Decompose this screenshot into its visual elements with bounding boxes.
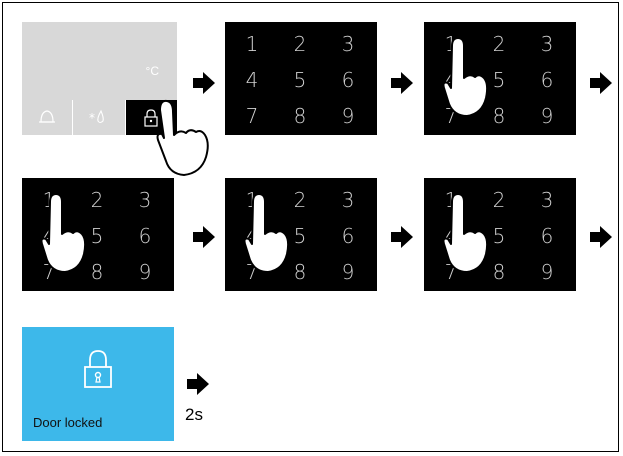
key-9[interactable]: 9 [540, 260, 554, 284]
arrow-right-icon [391, 72, 413, 94]
key-6[interactable]: 6 [341, 224, 355, 248]
arrow-right-icon [590, 72, 612, 94]
lock-icon [144, 109, 158, 127]
key-2[interactable]: 2 [293, 32, 307, 56]
bell-icon [39, 110, 55, 123]
key-9[interactable]: 9 [341, 104, 355, 128]
pointing-hand-icon [442, 37, 489, 117]
key-6[interactable]: 6 [540, 68, 554, 92]
key-3[interactable]: 3 [540, 32, 554, 56]
pointing-hand-icon [243, 193, 290, 273]
key-6[interactable]: 6 [138, 224, 152, 248]
key-3[interactable]: 3 [540, 188, 554, 212]
key-5[interactable]: 5 [90, 224, 104, 248]
key-6[interactable]: 6 [341, 68, 355, 92]
key-1[interactable]: 1 [245, 32, 259, 56]
key-3[interactable]: 3 [138, 188, 152, 212]
arrow-right-icon [187, 373, 209, 395]
alarm-button[interactable] [22, 100, 72, 135]
superfrost-icon: * [89, 109, 104, 125]
key-5[interactable]: 5 [492, 224, 506, 248]
key-7[interactable]: 7 [245, 104, 259, 128]
arrow-right-icon [590, 226, 612, 248]
key-2[interactable]: 2 [492, 188, 506, 212]
key-3[interactable]: 3 [341, 32, 355, 56]
key-6[interactable]: 6 [540, 224, 554, 248]
keypad-panel: 1 2 3 4 5 6 7 8 9 [225, 22, 377, 135]
display-screen: °C [22, 22, 177, 100]
control-display: °C * [22, 22, 177, 135]
key-2[interactable]: 2 [90, 188, 104, 212]
arrow-right-icon [391, 226, 413, 248]
key-3[interactable]: 3 [341, 188, 355, 212]
pointing-hand-icon [442, 193, 489, 273]
pointing-hand-icon [156, 99, 209, 176]
superfrost-button[interactable]: * [72, 100, 122, 135]
key-9[interactable]: 9 [540, 104, 554, 128]
keypad: 1 2 3 4 5 6 7 8 9 [225, 22, 377, 135]
pointing-hand-icon [40, 193, 87, 273]
keypad-panel: 1 2 3 4 5 6 7 8 9 [225, 178, 377, 291]
door-locked-screen: Door locked [22, 327, 174, 441]
door-locked-label: Door locked [33, 415, 103, 430]
key-9[interactable]: 9 [341, 260, 355, 284]
delay-label: 2s [185, 405, 203, 424]
arrow-right-icon [193, 72, 215, 94]
svg-text:*: * [89, 111, 95, 125]
key-5[interactable]: 5 [293, 68, 307, 92]
keypad-panel: 1 2 3 4 5 6 7 8 9 [22, 178, 174, 291]
key-8[interactable]: 8 [492, 104, 506, 128]
key-9[interactable]: 9 [138, 260, 152, 284]
key-2[interactable]: 2 [293, 188, 307, 212]
key-4[interactable]: 4 [245, 68, 259, 92]
key-8[interactable]: 8 [492, 260, 506, 284]
key-8[interactable]: 8 [293, 104, 307, 128]
padlock-icon [84, 350, 112, 388]
key-5[interactable]: 5 [492, 68, 506, 92]
key-8[interactable]: 8 [90, 260, 104, 284]
key-2[interactable]: 2 [492, 32, 506, 56]
arrow-right-icon [193, 226, 215, 248]
keypad-panel: 1 2 3 4 5 6 7 8 9 [424, 178, 576, 291]
key-8[interactable]: 8 [293, 260, 307, 284]
diagram-frame [2, 2, 619, 452]
keypad-panel: 1 2 3 4 5 6 7 8 9 [424, 22, 576, 135]
key-5[interactable]: 5 [293, 224, 307, 248]
temperature-unit: °C [145, 64, 159, 78]
